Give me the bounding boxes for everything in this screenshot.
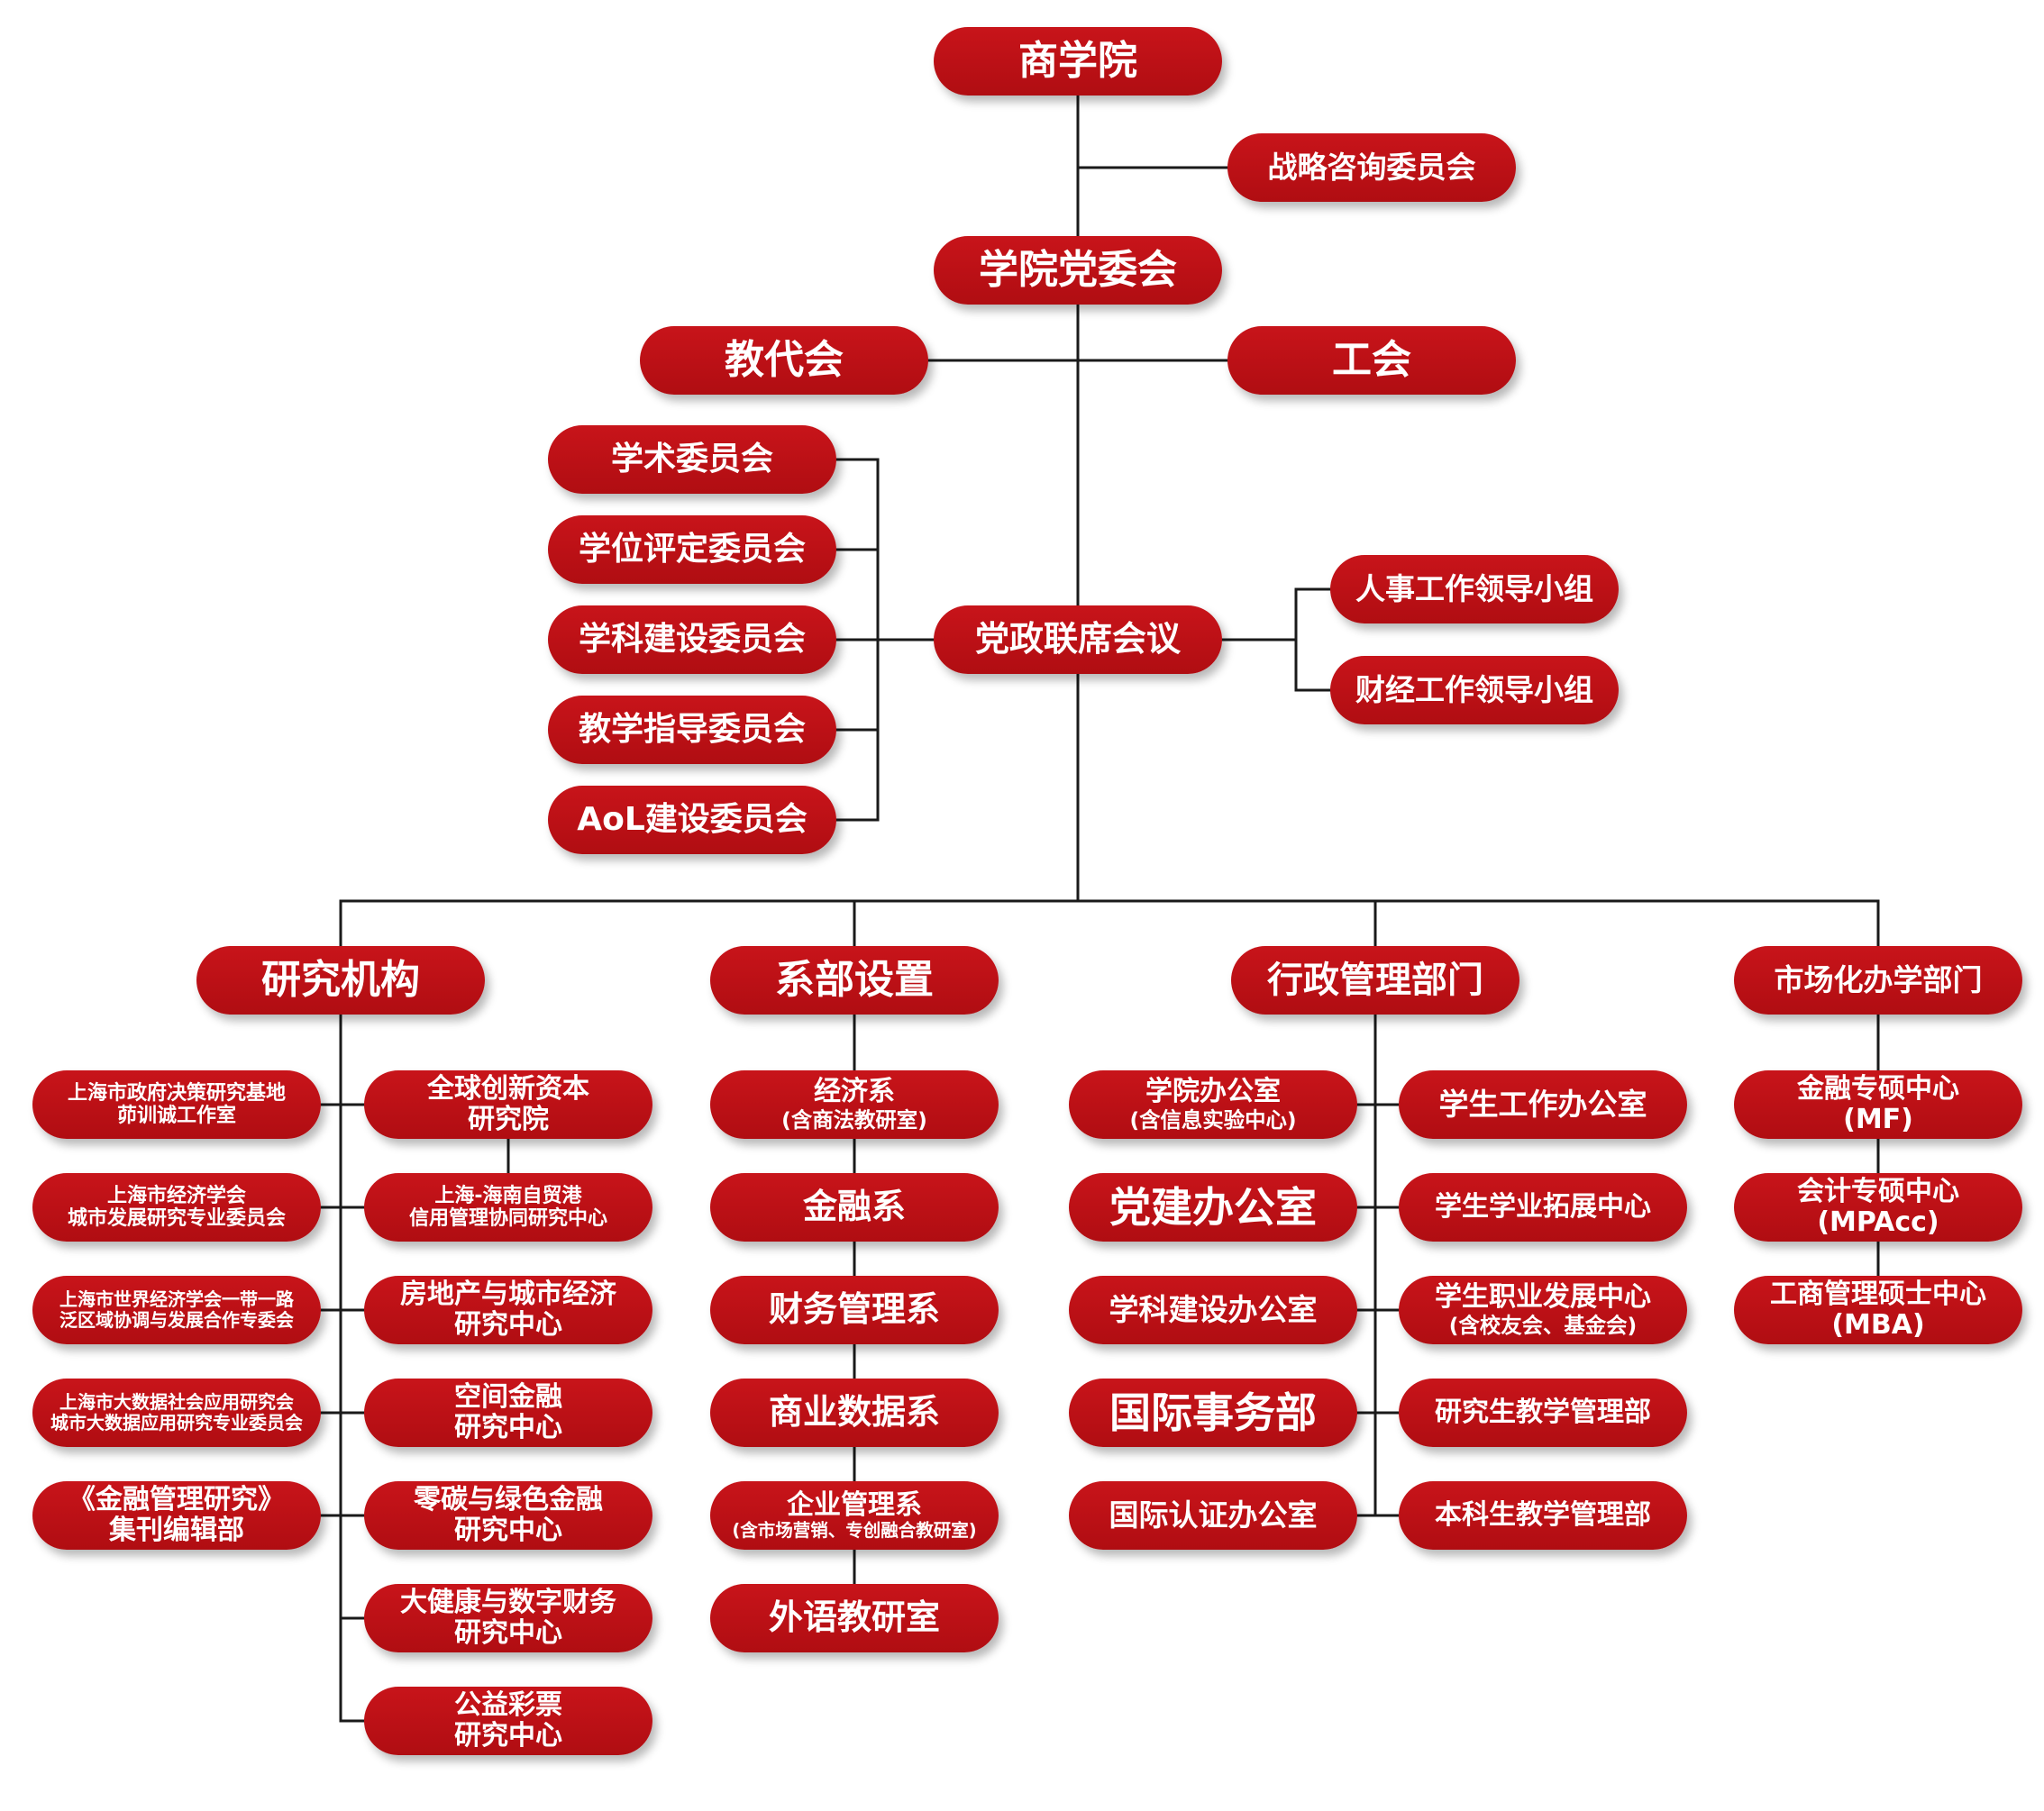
node-admin-r3: 学生职业发展中心(含校友会、基金会) — [1399, 1276, 1687, 1344]
node-research-l1: 上海市政府决策研究基地茆训诚工作室 — [32, 1070, 321, 1139]
node-aol-committee: AoL建设委员会 — [548, 786, 836, 854]
node-admin-l2: 党建办公室 — [1069, 1173, 1357, 1242]
node-discipline-committee: 学科建设委员会 — [548, 605, 836, 674]
node-admin-l5: 国际认证办公室 — [1069, 1481, 1357, 1550]
node-personnel-group: 人事工作领导小组 — [1330, 555, 1619, 623]
node-dept-economics: 经济系(含商法教研室) — [710, 1070, 999, 1139]
node-research-r1: 全球创新资本研究院 — [364, 1070, 652, 1139]
node-dept-business-data: 商业数据系 — [710, 1379, 999, 1447]
node-admin-r4: 研究生教学管理部 — [1399, 1379, 1687, 1447]
node-admin-l1: 学院办公室(含信息实验中心) — [1069, 1070, 1357, 1139]
node-research-l5: 《金融管理研究》集刊编辑部 — [32, 1481, 321, 1550]
node-departments: 系部设置 — [710, 946, 999, 1015]
node-research-r5: 零碳与绿色金融研究中心 — [364, 1481, 652, 1550]
node-research-r7: 公益彩票研究中心 — [364, 1687, 652, 1755]
node-research-l3: 上海市世界经济学会一带一路泛区域协调与发展合作专委会 — [32, 1276, 321, 1344]
node-market-mpacc: 会计专硕中心(MPAcc) — [1734, 1173, 2022, 1242]
node-research-r2: 上海-海南自贸港信用管理协同研究中心 — [364, 1173, 652, 1242]
node-market-mf: 金融专硕中心(MF) — [1734, 1070, 2022, 1139]
node-teaching-committee: 教学指导委员会 — [548, 696, 836, 764]
node-staff-congress: 教代会 — [640, 326, 928, 395]
node-research-l4: 上海市大数据社会应用研究会城市大数据应用研究专业委员会 — [32, 1379, 321, 1447]
node-admin-r1: 学生工作办公室 — [1399, 1070, 1687, 1139]
node-labor-union: 工会 — [1227, 326, 1516, 395]
node-admin-l4: 国际事务部 — [1069, 1379, 1357, 1447]
node-market-mba: 工商管理硕士中心(MBA) — [1734, 1276, 2022, 1344]
node-research-r3: 房地产与城市经济研究中心 — [364, 1276, 652, 1344]
node-strategic-advisory: 战略咨询委员会 — [1227, 133, 1516, 202]
node-dept-business-management: 企业管理系(含市场营销、专创融合教研室) — [710, 1481, 999, 1550]
node-market-departments: 市场化办学部门 — [1734, 946, 2022, 1015]
node-research-r4: 空间金融研究中心 — [364, 1379, 652, 1447]
node-joint-meeting: 党政联席会议 — [934, 605, 1222, 674]
node-degree-committee: 学位评定委员会 — [548, 515, 836, 584]
node-academic-committee: 学术委员会 — [548, 425, 836, 494]
node-research-r6: 大健康与数字财务研究中心 — [364, 1584, 652, 1652]
node-finance-group: 财经工作领导小组 — [1330, 656, 1619, 724]
node-research-institutes: 研究机构 — [196, 946, 485, 1015]
node-dept-finance: 金融系 — [710, 1173, 999, 1242]
node-party-committee: 学院党委会 — [934, 236, 1222, 305]
node-admin-r5: 本科生教学管理部 — [1399, 1481, 1687, 1550]
node-admin-r2: 学生学业拓展中心 — [1399, 1173, 1687, 1242]
node-dept-foreign-language: 外语教研室 — [710, 1584, 999, 1652]
node-research-l2: 上海市经济学会城市发展研究专业委员会 — [32, 1173, 321, 1242]
node-school: 商学院 — [934, 27, 1222, 96]
node-dept-financial-management: 财务管理系 — [710, 1276, 999, 1344]
node-admin-l3: 学科建设办公室 — [1069, 1276, 1357, 1344]
node-admin-departments: 行政管理部门 — [1231, 946, 1519, 1015]
